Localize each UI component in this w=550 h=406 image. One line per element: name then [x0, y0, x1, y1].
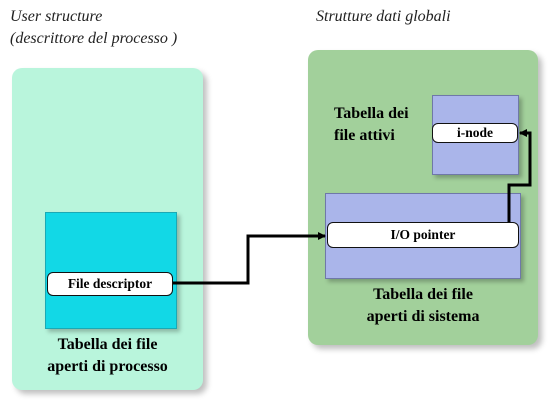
fd-to-io-pointer-arrow: [173, 232, 326, 285]
active-files-label: Tabella dei file attivi: [334, 103, 434, 147]
caption-user-structure-line2: (descrittore del processo ): [10, 30, 178, 47]
active-files-label-line1: Tabella dei: [334, 105, 409, 122]
process-open-files-label: Tabella dei file aperti di processo: [20, 334, 195, 378]
io-pointer-to-inode-arrow: [507, 129, 532, 222]
io-pointer-field: I/O pointer: [327, 222, 519, 248]
inode-field: i-node: [432, 123, 518, 143]
active-files-label-line2: file attivi: [334, 127, 395, 144]
caption-user-structure-line1: User structure: [10, 8, 103, 25]
process-open-files-label-line2: aperti di processo: [47, 358, 168, 375]
system-open-files-label: Tabella dei file aperti di sistema: [316, 284, 530, 328]
caption-user-structure: User structure (descrittore del processo…: [10, 6, 177, 50]
system-open-files-label-line2: aperti di sistema: [366, 308, 480, 325]
file-descriptor-field: File descriptor: [47, 272, 173, 296]
caption-global-structures: Strutture dati globali: [316, 8, 451, 25]
process-open-files-table: [45, 212, 177, 329]
process-open-files-label-line1: Tabella dei file: [57, 336, 158, 353]
system-open-files-label-line1: Tabella dei file: [373, 286, 473, 303]
